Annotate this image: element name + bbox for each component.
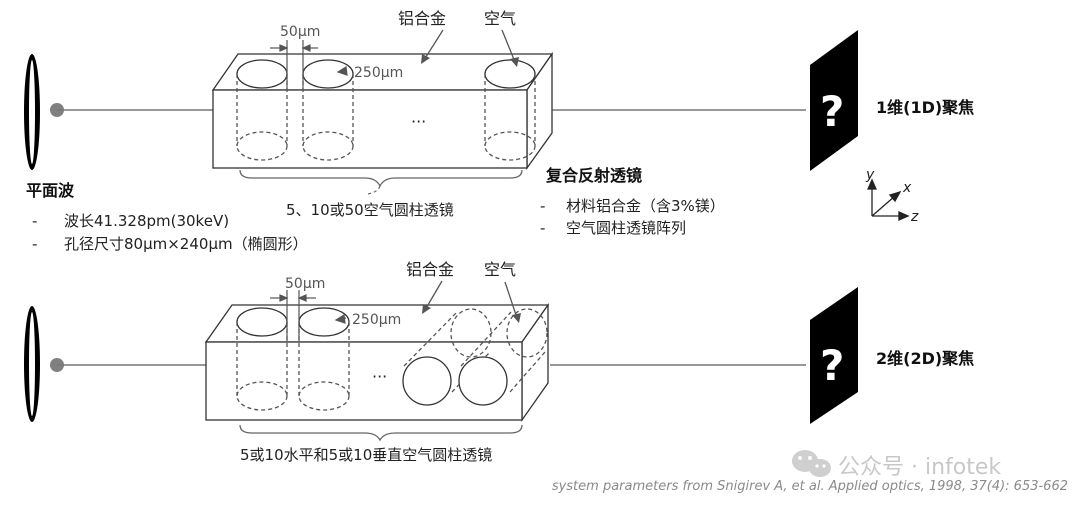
air-label-bottom: 空气: [484, 260, 516, 279]
diameter-arrow-bottom: [334, 313, 347, 324]
bottom-row: ··· 50μm 250μm 铝合金 空气 5或10水平和5或10垂直空气圆柱透…: [24, 260, 974, 464]
material-label-top: 铝合金: [398, 9, 446, 28]
source-aperture-bottom: [24, 306, 40, 422]
crl-item-material: 材料铝合金（含3%镁）: [566, 197, 725, 215]
gap-label-top: 50μm: [280, 24, 320, 40]
question-mark-icon: ?: [820, 87, 844, 136]
diameter-label-top: 250μm: [354, 65, 403, 81]
material-arrow-bottom: [424, 280, 443, 311]
focus-label-top: 1维(1D)聚焦: [876, 98, 974, 117]
wechat-icon: [792, 450, 831, 477]
plane-wave-title: 平面波: [26, 181, 75, 200]
axes-icon: [866, 178, 910, 222]
air-label-top: 空气: [484, 9, 516, 28]
crl-item-array: 空气圆柱透镜阵列: [566, 219, 686, 237]
plane-wave-bullet-2: -: [32, 235, 37, 253]
detector-screen-top: ?: [810, 30, 858, 171]
question-mark-icon: ?: [820, 341, 844, 390]
brace-top: [239, 169, 523, 188]
detector-screen-bottom: ?: [810, 287, 858, 424]
diameter-label-bottom: 250μm: [352, 312, 401, 328]
plane-wave-item-aperture: 孔径尺寸80μm×240μm（椭圆形）: [64, 235, 308, 253]
crl-title: 复合反射透镜: [545, 166, 642, 185]
top-row: ··· 50μm 250μm 铝合金 空气 5、10或50空气圆柱透镜: [24, 9, 974, 225]
lens-count-label-bottom: 5或10水平和5或10垂直空气圆柱透镜: [240, 446, 492, 464]
air-arrow-top: [501, 29, 516, 63]
lens-count-label-top: 5、10或50空气圆柱透镜: [286, 201, 454, 219]
diameter-arrow-top: [336, 65, 348, 76]
gap-annotation-bottom: [270, 290, 316, 342]
crl-bullet-1: -: [540, 197, 545, 215]
air-arrow-bottom: [504, 281, 518, 319]
citation: system parameters from Snigirev A, et al…: [552, 479, 1068, 494]
brace-bottom: [239, 424, 523, 442]
source-aperture-top: [24, 54, 40, 170]
ellipsis-top: ···: [411, 112, 426, 131]
ellipsis-bottom: ···: [372, 367, 387, 386]
axis-z-label: z: [910, 209, 919, 225]
lens-block-bottom: [204, 302, 550, 423]
plane-wave-item-wavelength: 波长41.328pm(30keV): [64, 212, 229, 230]
gap-annotation-top: [270, 40, 318, 90]
material-arrow-top: [423, 29, 444, 61]
lens-block-top: [211, 51, 554, 171]
axis-y-label: y: [865, 167, 875, 183]
plane-wave-section: 平面波 - 波长41.328pm(30keV) - 孔径尺寸80μm×240μm…: [26, 181, 308, 253]
watermark: 公众号 · infotek: [792, 450, 1001, 480]
gap-label-bottom: 50μm: [285, 276, 325, 292]
material-label-bottom: 铝合金: [406, 260, 454, 279]
focus-label-bottom: 2维(2D)聚焦: [876, 349, 974, 368]
brace-top-tail: [367, 185, 381, 195]
crl-section: 复合反射透镜 - 材料铝合金（含3%镁） - 空气圆柱透镜阵列: [540, 166, 725, 237]
axis-x-label: x: [902, 180, 912, 196]
crl-bullet-2: -: [540, 219, 545, 237]
watermark-text: 公众号 · infotek: [838, 455, 1001, 480]
plane-wave-bullet-1: -: [32, 212, 37, 230]
